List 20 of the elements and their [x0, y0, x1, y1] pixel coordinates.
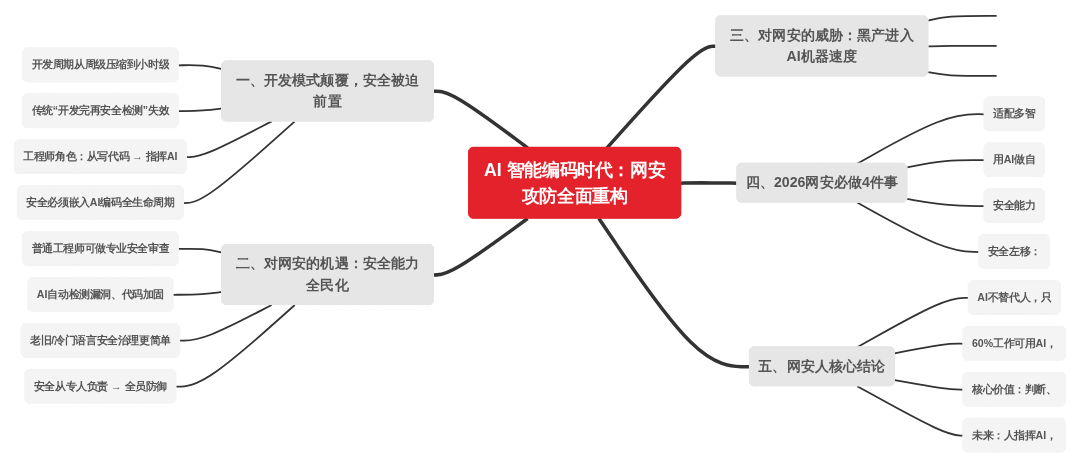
- connector: [177, 107, 223, 113]
- connector: [179, 304, 273, 342]
- connector: [177, 64, 223, 70]
- connector: [681, 181, 738, 185]
- connector: [906, 159, 986, 169]
- connector: [182, 120, 296, 204]
- connector: [433, 217, 529, 277]
- connector: [927, 15, 998, 22]
- connector: [906, 198, 986, 207]
- connector: [927, 71, 998, 77]
- connector: [175, 304, 296, 388]
- connector: [893, 379, 965, 391]
- connector: [856, 385, 965, 437]
- connector: [177, 247, 223, 254]
- connector: [597, 217, 750, 369]
- connector: [856, 113, 986, 165]
- connector: [172, 291, 223, 296]
- connector: [185, 120, 273, 158]
- connector: [927, 45, 998, 48]
- connector: [893, 342, 965, 355]
